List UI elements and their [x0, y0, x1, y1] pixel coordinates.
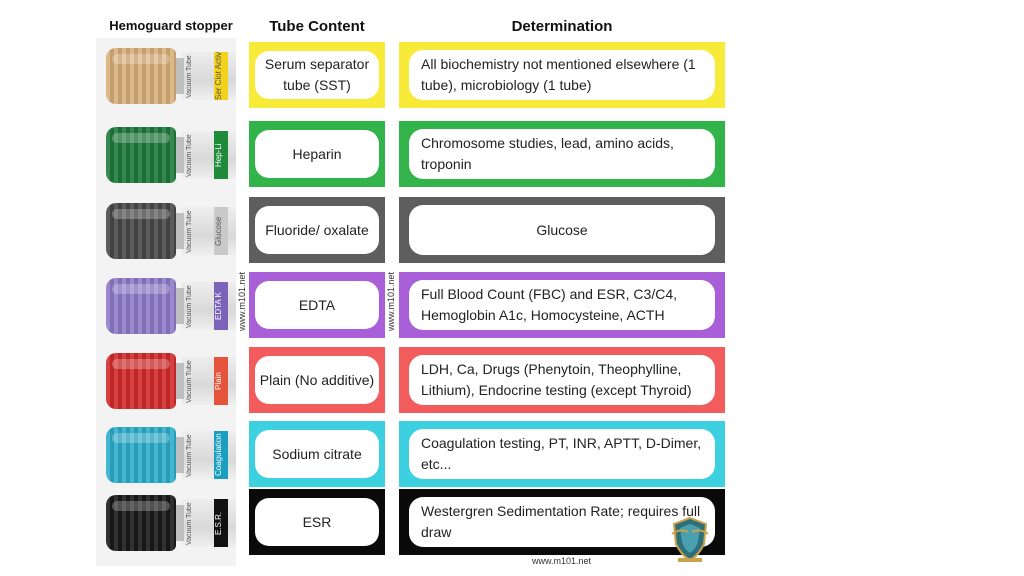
tube-content-box: EDTA: [249, 272, 385, 338]
tube-neck: [174, 363, 184, 399]
tube-neck: [174, 58, 184, 94]
determination-box: Glucose: [399, 197, 725, 263]
hemoguard-cap: [106, 278, 176, 334]
tube-label-band: Glucose: [214, 207, 228, 255]
determination-text: Westergren Sedimentation Rate; requires …: [409, 497, 715, 547]
cap-shine: [112, 54, 170, 64]
footer-watermark: www.m101.net: [532, 556, 592, 566]
cap-shine: [112, 284, 170, 294]
tube-label-band: Ser Clot Activ: [214, 52, 228, 100]
blood-tube-6: Vacuum Tube Sterile Coagulation: [96, 421, 236, 487]
stopper-header: Hemoguard stopper: [109, 18, 233, 33]
cap-ridges: [106, 203, 176, 259]
tube-content-box: Sodium citrate: [249, 421, 385, 487]
hemoguard-cap: [106, 495, 176, 551]
tube-content-text: ESR: [255, 498, 379, 546]
cap-ridges: [106, 278, 176, 334]
blood-tube-5: Vacuum Tube Sterile Plain: [96, 347, 236, 413]
tube-vacuum-text: Vacuum Tube Sterile: [186, 359, 193, 403]
hemoguard-cap: [106, 203, 176, 259]
tube-label-band: Coagulation: [214, 431, 228, 479]
tube-neck: [174, 137, 184, 173]
tube-neck: [174, 288, 184, 324]
tube-neck: [174, 437, 184, 473]
blood-tube-7: Vacuum Tube Sterile E.S.R.: [96, 489, 236, 555]
tube-content-text: Serum separator tube (SST): [255, 51, 379, 99]
determination-text: Glucose: [409, 205, 715, 255]
tube-neck: [174, 505, 184, 541]
tube-vacuum-text: Vacuum Tube Sterile: [186, 209, 193, 253]
cap-ridges: [106, 427, 176, 483]
tube-vacuum-text: Vacuum Tube Sterile: [186, 284, 193, 328]
cap-ridges: [106, 48, 176, 104]
blood-tube-3: Vacuum Tube Sterile Glucose: [96, 197, 236, 263]
blood-tube-1: Vacuum Tube Sterile Ser Clot Activ: [96, 42, 236, 108]
determination-header: Determination: [511, 18, 613, 35]
tube-content-text: Fluoride/ oxalate: [255, 206, 379, 254]
determination-box: Full Blood Count (FBC) and ESR, C3/C4, H…: [399, 272, 725, 338]
determination-text: Coagulation testing, PT, INR, APTT, D-Di…: [409, 429, 715, 479]
hemoguard-cap: [106, 127, 176, 183]
cap-ridges: [106, 353, 176, 409]
tube-content-text: Plain (No additive): [255, 356, 379, 404]
tube-label-band: Plain: [214, 357, 228, 405]
determination-text: Chromosome studies, lead, amino acids, t…: [409, 129, 715, 179]
hemoguard-cap: [106, 427, 176, 483]
tube-content-box: Heparin: [249, 121, 385, 187]
tube-content-box: Plain (No additive): [249, 347, 385, 413]
tube-label-band: Hep-Li: [214, 131, 228, 179]
tube-neck: [174, 213, 184, 249]
tube-content-header: Tube Content: [269, 18, 365, 35]
determination-text: LDH, Ca, Drugs (Phenytoin, Theophylline,…: [409, 355, 715, 405]
tube-vacuum-text: Vacuum Tube Sterile: [186, 501, 193, 545]
determination-box: All biochemistry not mentioned elsewhere…: [399, 42, 725, 108]
tube-content-box: Serum separator tube (SST): [249, 42, 385, 108]
blood-tube-4: Vacuum Tube Sterile EDTA K: [96, 272, 236, 338]
cap-shine: [112, 433, 170, 443]
cap-ridges: [106, 127, 176, 183]
determination-box: Coagulation testing, PT, INR, APTT, D-Di…: [399, 421, 725, 487]
hemoguard-cap: [106, 353, 176, 409]
determination-text: All biochemistry not mentioned elsewhere…: [409, 50, 715, 100]
cap-shine: [112, 359, 170, 369]
cap-shine: [112, 209, 170, 219]
blood-tube-2: Vacuum Tube Sterile Hep-Li: [96, 121, 236, 187]
tube-vacuum-text: Vacuum Tube Sterile: [186, 133, 193, 177]
tube-vacuum-text: Vacuum Tube Sterile: [186, 54, 193, 98]
tube-label-band: EDTA K: [214, 282, 228, 330]
determination-box: Chromosome studies, lead, amino acids, t…: [399, 121, 725, 187]
cap-shine: [112, 501, 170, 511]
tube-content-text: EDTA: [255, 281, 379, 329]
watermark-vertical-left: www.m101.net: [237, 272, 247, 332]
cap-ridges: [106, 495, 176, 551]
determination-box: Westergren Sedimentation Rate; requires …: [399, 489, 725, 555]
tube-content-box: ESR: [249, 489, 385, 555]
tube-content-text: Heparin: [255, 130, 379, 178]
determination-box: LDH, Ca, Drugs (Phenytoin, Theophylline,…: [399, 347, 725, 413]
cap-shine: [112, 133, 170, 143]
watermark-vertical-right: www.m101.net: [386, 272, 396, 332]
hemoguard-cap: [106, 48, 176, 104]
tube-content-box: Fluoride/ oxalate: [249, 197, 385, 263]
tube-label-band: E.S.R.: [214, 499, 228, 547]
m101-shield-logo-icon: [671, 516, 709, 562]
tube-content-text: Sodium citrate: [255, 430, 379, 478]
determination-text: Full Blood Count (FBC) and ESR, C3/C4, H…: [409, 280, 715, 330]
tube-vacuum-text: Vacuum Tube Sterile: [186, 433, 193, 477]
